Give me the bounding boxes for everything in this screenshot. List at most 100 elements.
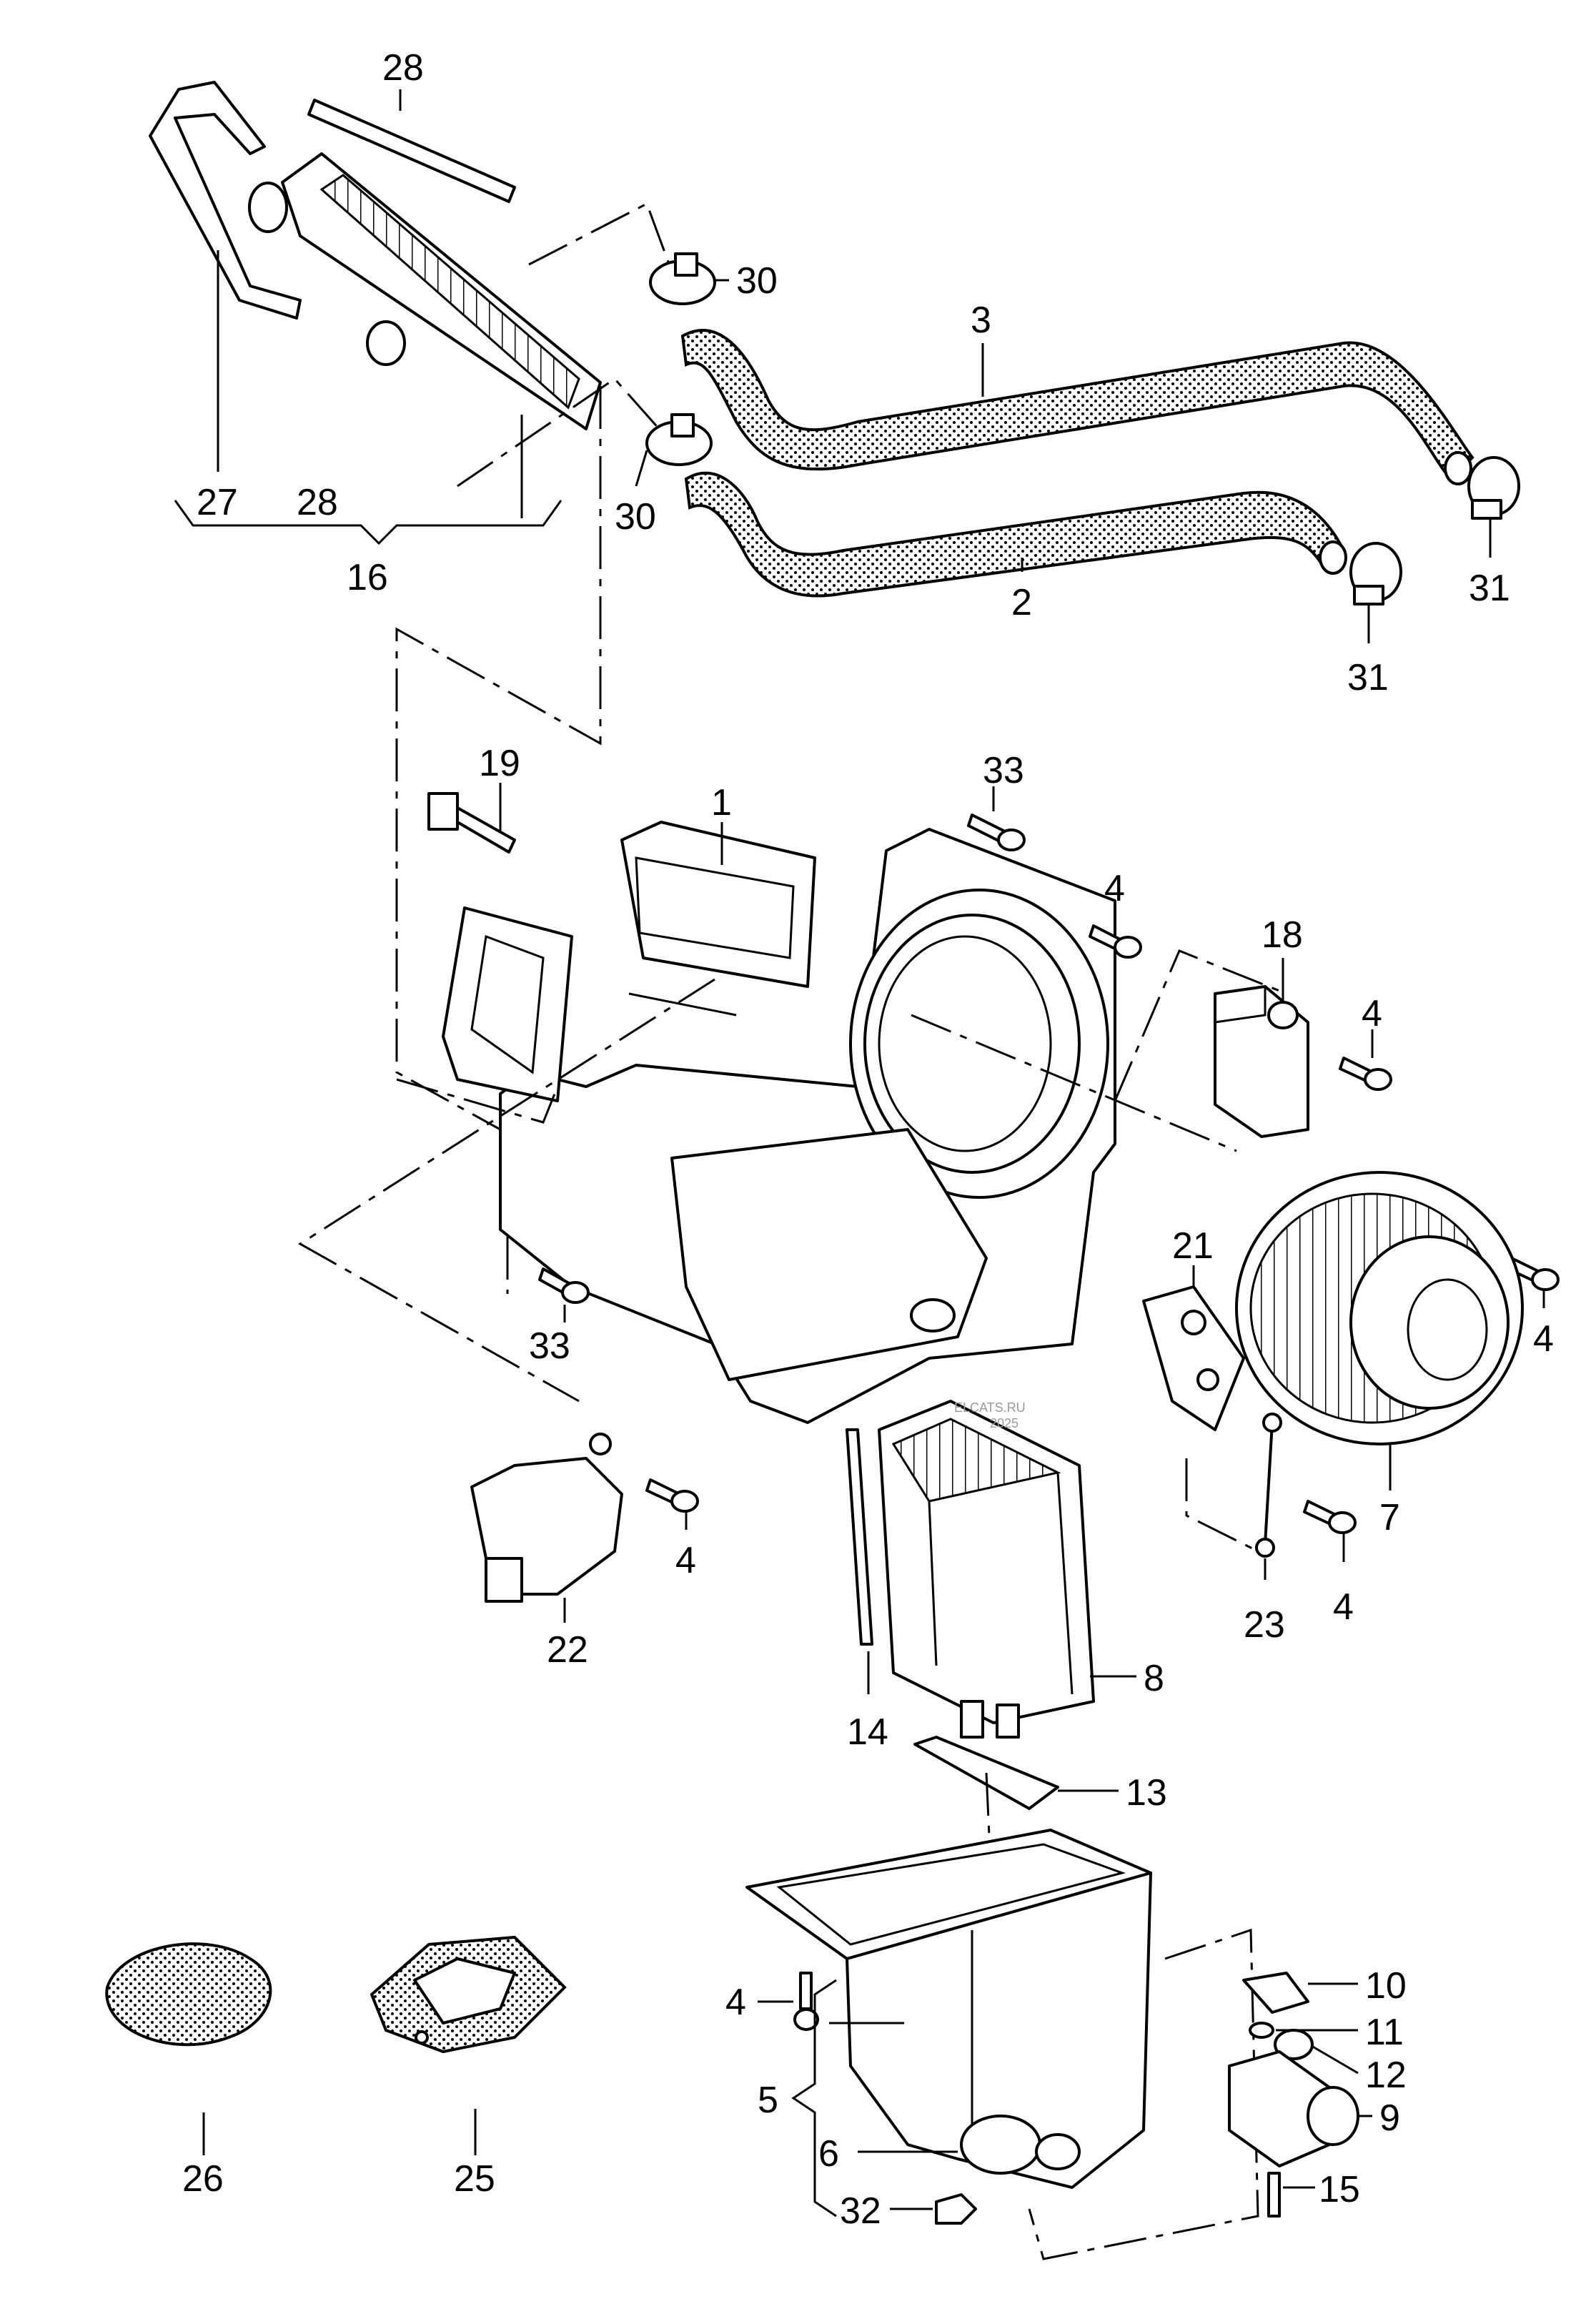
blower-scroll-inner (863, 914, 1081, 1174)
bolt-4-tray (758, 1972, 819, 2031)
valve-washer (1249, 2022, 1274, 2039)
housing-tray (745, 1829, 1152, 2218)
callout-4-actuator: 4 (675, 1540, 696, 1581)
housing-port (910, 1298, 956, 1333)
callout-30-lower: 30 (615, 496, 656, 538)
callout-8: 8 (1144, 1658, 1164, 1699)
callout-11: 11 (1365, 2012, 1404, 2053)
callout-25: 25 (454, 2158, 495, 2200)
blower-scroll-hole (878, 935, 1052, 1152)
bolt-4-servo (1339, 1029, 1392, 1091)
watermark-line2: 2025 (990, 1416, 1018, 1430)
heater-gasket (149, 81, 302, 320)
seal-plate (370, 1935, 567, 2155)
hose-clamp-upper (649, 252, 716, 305)
housing-outlet-inner (635, 856, 795, 959)
callout-1: 1 (711, 782, 732, 824)
centerline-heater-upper (528, 202, 673, 272)
hose-lower-end (1319, 540, 1347, 575)
callout-9: 9 (1379, 2097, 1400, 2139)
nut (890, 2193, 977, 2225)
hose-clamp-right-lower (1349, 542, 1402, 605)
callout-6: 6 (818, 2133, 839, 2175)
callout-3: 3 (971, 300, 991, 341)
callout-33-upper: 33 (983, 750, 1024, 791)
bolt-4-fan (1507, 1257, 1560, 1308)
callout-18: 18 (1262, 914, 1303, 956)
callout-26: 26 (182, 2158, 224, 2200)
valve-knob (1307, 2086, 1359, 2146)
centerline-rod (1185, 1458, 1259, 1553)
plug-cover (105, 1942, 272, 2155)
housing-lower (670, 1128, 988, 1381)
callout-4-tray: 4 (725, 1982, 746, 2023)
callout-14: 14 (847, 1711, 888, 1753)
bolt-4-top (1089, 904, 1142, 959)
hose-upper-end (1444, 451, 1472, 485)
callout-28-bottom: 28 (297, 482, 338, 523)
ac-housing (298, 821, 1287, 1424)
callout-31-upper: 31 (1469, 568, 1510, 609)
valve-screw (1267, 2172, 1281, 2218)
callout-2: 2 (1011, 582, 1032, 623)
heater-core-group (149, 81, 673, 1131)
housing-outlet (620, 821, 816, 988)
hose-clamp-right-upper (1467, 456, 1520, 520)
temperature-sensor (427, 783, 516, 854)
centerline-valve-box (1028, 1928, 1259, 2260)
callout-30-upper: 30 (736, 260, 778, 302)
evaporator-seal (846, 1428, 873, 1694)
drain-valve-group (1028, 1928, 1372, 2260)
callout-27: 27 (197, 482, 238, 523)
callout-19: 19 (479, 743, 520, 784)
heater-core-pipe-upper (248, 182, 288, 233)
seal-strip (307, 99, 516, 203)
bolt-4-bracket (1303, 1500, 1357, 1562)
bolt-4-actuator (645, 1478, 699, 1530)
coolant-hoses (399, 89, 1520, 643)
callout-7: 7 (1379, 1497, 1400, 1538)
housing-door-inner (470, 934, 545, 1074)
bolt-33-upper (967, 786, 1026, 851)
valve-clip (1242, 1972, 1309, 2014)
tray-inner (776, 1843, 1126, 1946)
callout-4-servo: 4 (1362, 993, 1382, 1034)
centerline-left (396, 1078, 559, 1124)
callout-12: 12 (1365, 2055, 1407, 2096)
callout-33-lower: 33 (529, 1325, 570, 1367)
centerline-right (1114, 949, 1287, 1102)
watermark-line1: ELCATS.RU (954, 1400, 1026, 1415)
centerline-heater-lower (457, 377, 673, 488)
blower-fan (1235, 1171, 1524, 1490)
tray-body (846, 1872, 1152, 2189)
evaporator (878, 1400, 1136, 1739)
bolt-33-lower (538, 1267, 590, 1322)
heater-core-fins (319, 174, 580, 410)
callout-4-fan: 4 (1533, 1318, 1554, 1360)
callout-5: 5 (758, 2080, 778, 2121)
centerline-actuator-22 (298, 978, 715, 1403)
blower-fan-hub (1349, 1235, 1510, 1410)
callout-23: 23 (1244, 1604, 1285, 1646)
callout-21: 21 (1172, 1225, 1214, 1267)
callout-15: 15 (1319, 2169, 1360, 2210)
flap-actuator (470, 1433, 623, 1623)
linkage-rod (628, 992, 737, 1017)
blower-fan-hub-inner (1407, 1278, 1488, 1381)
group-bracket-5 (791, 1979, 837, 2218)
servo-motor (1214, 958, 1309, 1138)
callout-22: 22 (547, 1629, 588, 1671)
leader-12 (1311, 2045, 1359, 2075)
heater-core-pipe-lower (366, 320, 406, 366)
bracket-lever (1142, 1265, 1282, 1580)
callout-31-lower: 31 (1347, 657, 1389, 698)
centerline-heater-down (395, 386, 602, 1131)
callout-32: 32 (840, 2190, 881, 2232)
callout-16: 16 (347, 557, 388, 598)
callout-4-bracket: 4 (1333, 1586, 1354, 1628)
coolant-hose-lower (684, 471, 1346, 598)
leader-30b (635, 450, 648, 487)
callout-28-top: 28 (382, 47, 424, 89)
housing-door (442, 906, 573, 1102)
